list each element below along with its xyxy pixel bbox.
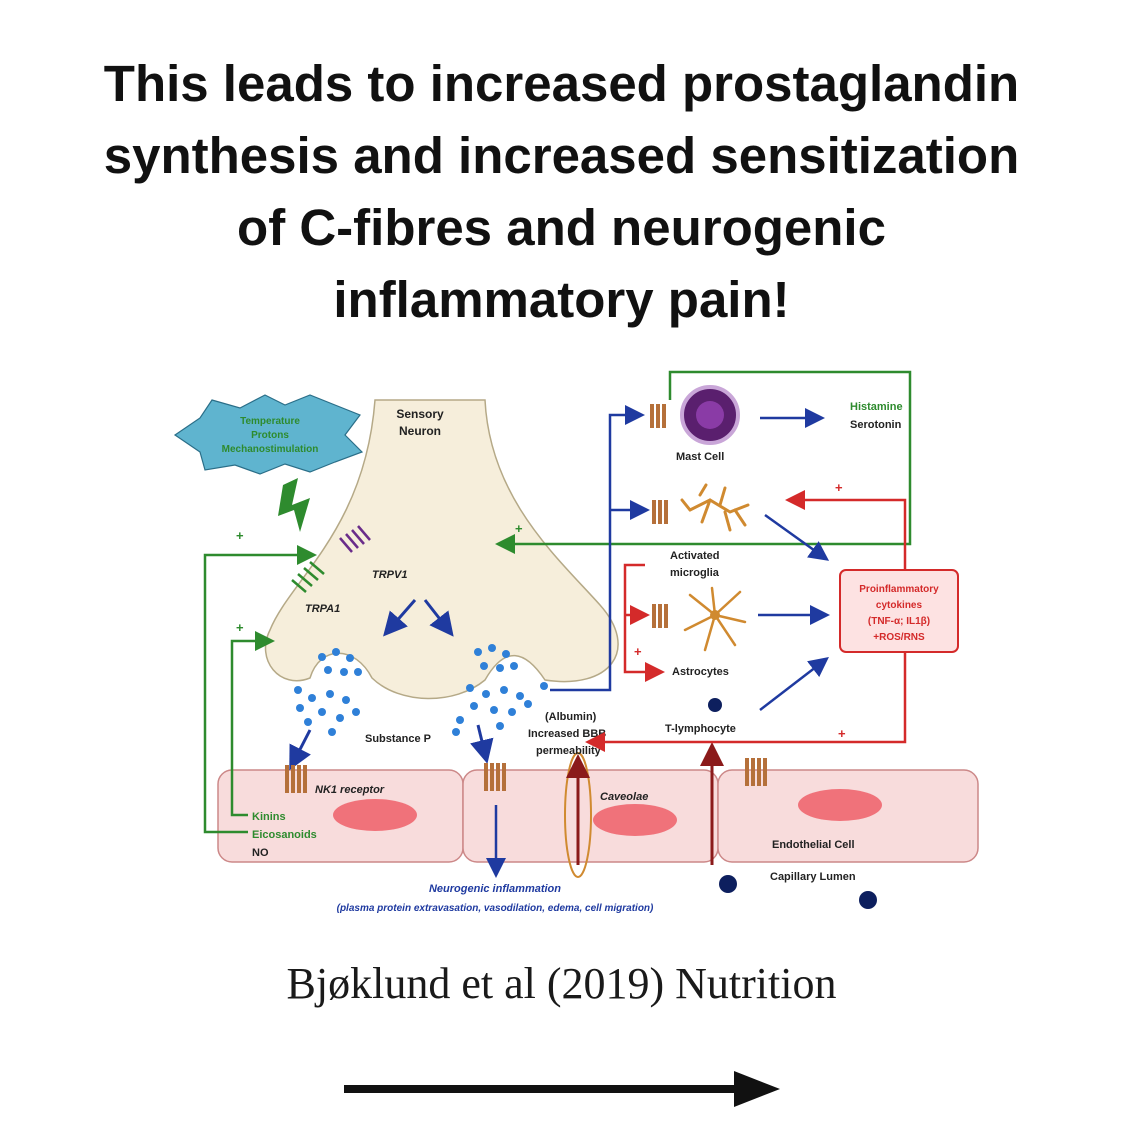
neurogenic-inflammation-diagram: Temperature Protons Mechanostimulation T… [173,370,979,914]
sensory-neuron-label-2: Neuron [399,424,441,438]
arrow-microglia-to-cytokines [764,513,830,561]
astrocytes-label: Astrocytes [672,666,729,678]
astrocyte-icon [683,586,747,652]
proinflammatory-label-3: (TNF-α; IL1β) [868,616,930,627]
neurogenic-inflammation-label: Neurogenic inflammation [429,883,561,895]
serotonin-label: Serotonin [850,419,902,431]
nk1-receptor-icon-3 [745,758,767,786]
caveolae-label: Caveolae [600,791,648,803]
plus-sign-5: + [838,726,846,741]
arrow-lymphocyte-to-cytokines [759,656,829,711]
headline-line-1: This leads to increased prostaglandin [103,55,1020,112]
albumin-label: (Albumin) [545,711,597,723]
no-label: NO [252,847,269,859]
endothelial-cell-label: Endothelial Cell [772,839,855,851]
astrocyte-body [710,610,720,620]
stimulus-temperature: Temperature [240,416,300,427]
trpv1-label: TRPV1 [372,569,407,581]
blue-line-to-glia [550,405,645,692]
proinflammatory-label-1: Proinflammatory [859,584,939,595]
arrow-to-nk1-right [470,724,494,764]
proinflammatory-box [839,569,959,653]
neuron-arrow-left [383,599,417,637]
caveolae-channel [564,752,592,878]
lightning-icon [278,478,310,532]
sensory-neuron-shape [264,399,619,700]
nk1-receptor-icon-1 [285,765,307,793]
nucleus-1 [333,799,417,831]
arrow-to-nk1-left [289,729,312,771]
stimulus-star [173,394,364,475]
headline: This leads to increased prostaglandin sy… [0,48,1123,336]
substance-p-vesicles-left [294,648,362,736]
neuron-arrow-right [423,599,454,637]
bbb-label-1: Increased BBB [528,728,606,740]
substance-p-label: Substance P [365,733,431,745]
microglia-icon [680,483,750,532]
green-mast-cell-loop [495,370,912,554]
trpa1-label: TRPA1 [305,603,340,615]
microglia-receptor-icon [652,500,668,524]
proinflammatory-label-4: +ROS/RNS [873,632,925,643]
right-arrow-icon [344,1071,780,1107]
plus-sign-3: + [515,521,523,536]
astrocyte-receptor-icon [652,604,668,628]
mast-cell-granules [696,401,724,429]
nucleus-3 [798,789,882,821]
plus-sign-1: + [236,528,244,543]
neurogenic-inflammation-detail: (plasma protein extravasation, vasodilat… [337,903,654,914]
green-feedback-loop-neuron [230,631,275,817]
plus-sign-4: + [835,480,843,495]
stimulus-protons: Protons [251,430,289,441]
nucleus-2 [593,804,677,836]
t-lymphocyte-icon [708,698,722,712]
mast-cell-label: Mast Cell [676,451,724,463]
headline-line-2: synthesis and increased sensitization [103,127,1020,184]
plus-sign-6: + [634,644,642,659]
activated-microglia-label-2: microglia [670,567,720,579]
proinflammatory-label-2: cytokines [876,600,923,611]
red-arrow-to-mast [785,490,907,510]
substance-p-vesicles-right [452,644,548,736]
kinins-label: Kinins [252,811,286,823]
lymphocyte-in-lumen-1 [719,875,737,893]
capillary-lumen-label: Capillary Lumen [770,871,856,883]
activated-microglia-label-1: Activated [670,550,720,562]
red-arrow-to-astrocytes [623,563,665,682]
t-lymphocyte-label: T-lymphocyte [665,723,736,735]
stimulus-mechanostimulation: Mechanostimulation [222,444,319,455]
headline-line-4: inflammatory pain! [333,271,790,328]
green-feedback-loop-trp [203,545,317,834]
headline-line-3: of C-fibres and neurogenic [237,199,886,256]
plus-sign-2: + [236,620,244,635]
nk1-receptor-label: NK1 receptor [315,784,385,796]
bbb-label-2: permeability [536,745,602,757]
nk1-receptor-icon-2 [484,763,506,791]
trpv1-receptor-icon [339,525,371,553]
lymphocyte-in-lumen-2 [859,891,877,909]
sensory-neuron-label-1: Sensory [396,407,444,421]
histamine-label: Histamine [850,401,903,413]
mast-cell-receptor-icon [650,404,666,428]
citation: Bjøklund et al (2019) Nutrition [286,959,837,1008]
eicosanoids-label: Eicosanoids [252,829,317,841]
